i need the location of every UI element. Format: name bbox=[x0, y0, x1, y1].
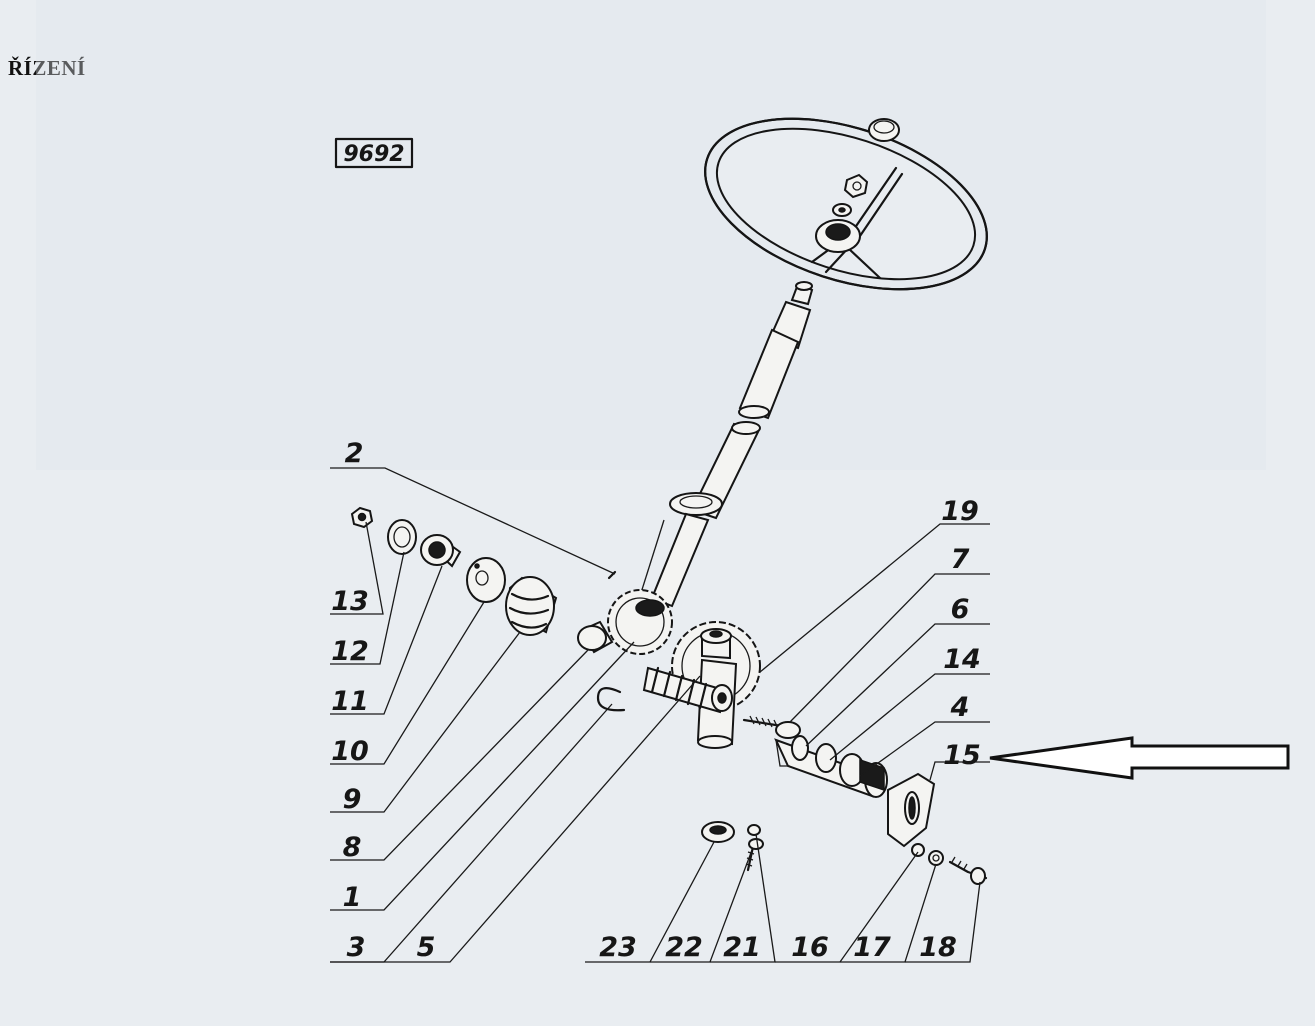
label-23: 23 bbox=[599, 932, 637, 963]
label-8: 8 bbox=[343, 832, 362, 863]
label-9: 9 bbox=[343, 784, 362, 815]
label-14: 14 bbox=[943, 644, 981, 675]
steering-column bbox=[639, 281, 814, 608]
scan-shadow bbox=[36, 0, 1266, 470]
label-4: 4 bbox=[950, 692, 970, 723]
label-21: 21 bbox=[723, 932, 761, 963]
label-6: 6 bbox=[951, 594, 970, 625]
label-15: 15 bbox=[943, 740, 981, 771]
arrow-icon bbox=[989, 736, 1290, 780]
label-22: 22 bbox=[665, 932, 703, 963]
left-parts bbox=[350, 506, 626, 712]
label-7: 7 bbox=[951, 544, 970, 575]
page-title: ŘÍZENÍ bbox=[8, 56, 86, 80]
right-parts bbox=[742, 715, 988, 885]
steering-gears bbox=[607, 589, 761, 749]
label-12: 12 bbox=[331, 636, 369, 667]
steering-wheel bbox=[704, 117, 988, 291]
label-16: 16 bbox=[791, 932, 829, 963]
label-3: 3 bbox=[347, 932, 366, 963]
label-5: 5 bbox=[417, 932, 436, 963]
label-18: 18 bbox=[919, 932, 957, 963]
label-11: 11 bbox=[331, 686, 369, 717]
leader-lines bbox=[330, 467, 990, 963]
svg-text:9692: 9692 bbox=[343, 142, 404, 167]
label-17: 17 bbox=[853, 932, 891, 963]
label-19: 19 bbox=[941, 496, 979, 527]
label-10: 10 bbox=[331, 736, 369, 767]
drawing-number: 9692 bbox=[334, 137, 414, 169]
label-1: 1 bbox=[343, 882, 362, 913]
part-labels: 2 13 12 11 10 9 8 1 3 5 19 7 6 14 4 15 2… bbox=[331, 438, 981, 963]
label-2: 2 bbox=[345, 438, 364, 469]
label-13: 13 bbox=[331, 586, 369, 617]
